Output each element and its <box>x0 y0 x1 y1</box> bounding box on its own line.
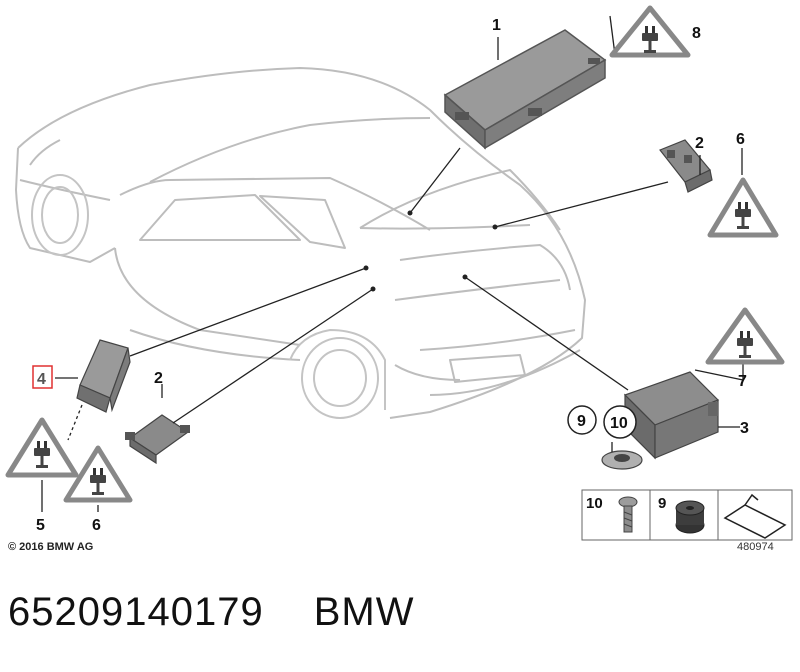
rubber-pad-part-9 <box>601 450 643 470</box>
leader-dots <box>363 210 498 292</box>
sensor-part-2-top <box>659 139 713 193</box>
footer-caption: 65209140179 BMW <box>8 590 414 635</box>
module-part-1 <box>443 29 607 150</box>
callout-3: 3 <box>740 420 749 437</box>
callout-9-circle: 9 <box>567 405 597 435</box>
car-outline <box>15 67 586 419</box>
screw-icon <box>618 496 638 533</box>
car-wheels <box>31 174 386 419</box>
parts-legend: 10 9 <box>581 489 793 541</box>
warning-triangle-6-top <box>707 177 779 238</box>
bracket-icon <box>723 493 787 539</box>
callout-6-bottom: 6 <box>92 517 101 534</box>
callout-7: 7 <box>738 373 747 390</box>
callout-4: 4 <box>37 371 46 388</box>
module-part-4 <box>76 339 131 413</box>
callout-10-circle: 10 <box>603 405 637 439</box>
copyright-notice: © 2016 BMW AG <box>8 541 94 553</box>
callout-2-top: 2 <box>695 135 704 152</box>
warning-triangle-8 <box>609 5 691 58</box>
callout-2-bottom: 2 <box>154 370 163 387</box>
warning-triangle-5 <box>5 417 79 478</box>
callout-6-top: 6 <box>736 131 745 148</box>
callout-1: 1 <box>492 17 501 34</box>
module-part-3 <box>623 371 720 460</box>
callout-4-highlight: 4 <box>32 365 53 389</box>
sensor-part-2-bottom <box>125 414 190 465</box>
callout-10: 10 <box>610 415 628 432</box>
callout-5: 5 <box>36 517 45 534</box>
warning-triangle-7 <box>705 307 785 365</box>
warning-triangle-6-bottom <box>63 445 133 503</box>
callout-9: 9 <box>577 413 586 430</box>
brand-name: BMW <box>313 590 415 634</box>
legend-item-9-number: 9 <box>658 495 666 512</box>
leader-lines <box>41 15 744 512</box>
part-number: 65209140179 <box>8 590 264 634</box>
rubber-pad-icon <box>675 500 705 534</box>
diagram-reference-number: 480974 <box>737 541 774 553</box>
legend-item-10-number: 10 <box>586 495 603 512</box>
callout-8: 8 <box>692 25 701 42</box>
